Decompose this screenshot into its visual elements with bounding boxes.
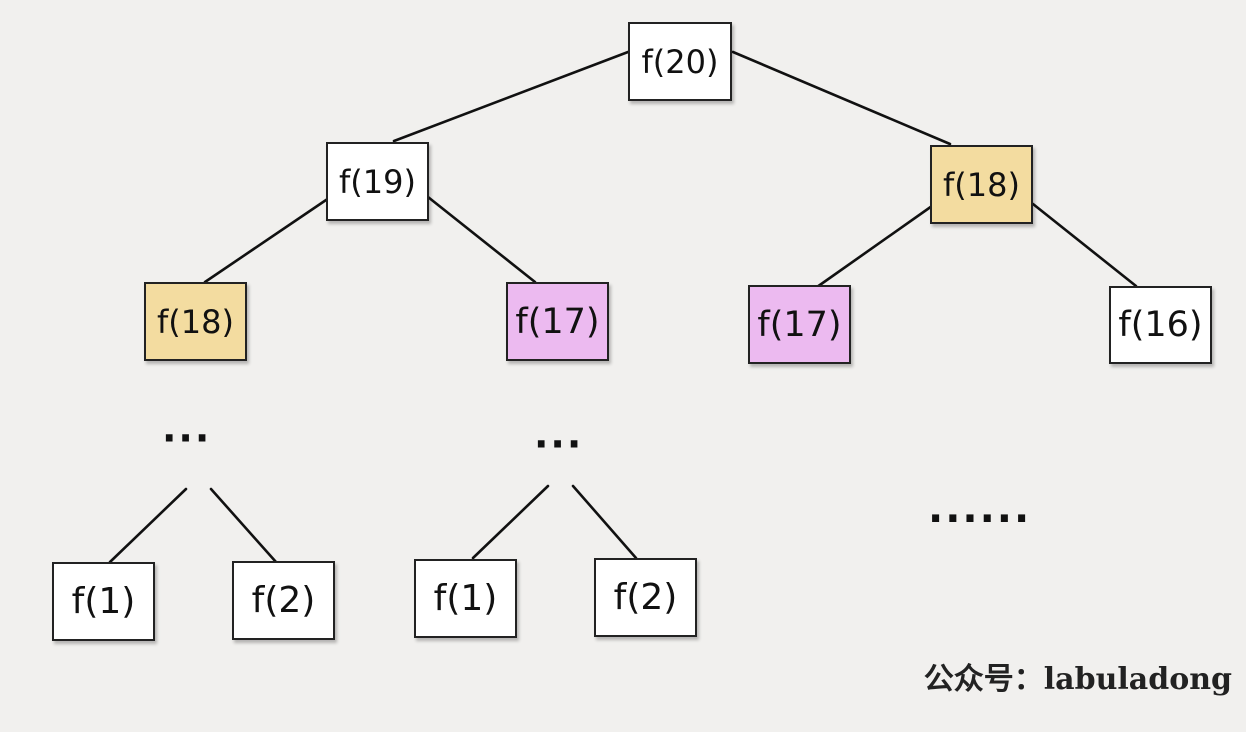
node-f2-left-label: f(2) — [251, 580, 316, 621]
edge-f19-to-f17 — [426, 195, 537, 284]
edge-dots-b-to-f2 — [571, 484, 638, 560]
edge-root-to-f18 — [731, 50, 952, 146]
node-f1-left-label: f(1) — [71, 581, 136, 622]
node-f1-middle-label: f(1) — [433, 578, 498, 619]
edge-dots-a-to-f1 — [108, 487, 188, 564]
node-f17-left: f(17) — [506, 282, 609, 361]
node-f18-right-label: f(18) — [943, 165, 1020, 204]
edge-dots-a-to-f2 — [209, 487, 278, 564]
ellipsis-right: ······ — [928, 496, 1032, 542]
node-f18-left: f(18) — [144, 282, 247, 361]
edge-root-to-f19 — [392, 50, 630, 143]
node-f17-right-label: f(17) — [757, 304, 842, 345]
node-f2-left: f(2) — [232, 561, 335, 640]
node-f18-right: f(18) — [930, 145, 1033, 224]
node-f1-left: f(1) — [52, 562, 155, 641]
ellipsis-left: ··· — [162, 416, 212, 460]
node-f1-middle: f(1) — [414, 559, 517, 638]
node-f17-left-label: f(17) — [515, 301, 600, 342]
watermark-text: 公众号：labuladong — [923, 662, 1232, 697]
edge-dots-b-to-f1 — [471, 484, 550, 560]
node-f2-middle-label: f(2) — [613, 577, 678, 618]
node-f17-right: f(17) — [748, 285, 851, 364]
node-f20-label: f(20) — [641, 42, 719, 81]
edge-f18-to-f16 — [1031, 202, 1138, 288]
node-f19-label: f(19) — [339, 162, 416, 201]
ellipsis-middle: ··· — [534, 422, 584, 466]
edge-f18-to-f17 — [815, 204, 934, 289]
node-f18-left-label: f(18) — [157, 302, 234, 341]
node-f16: f(16) — [1109, 286, 1212, 364]
node-f2-middle: f(2) — [594, 558, 697, 637]
edge-f19-to-f18 — [203, 196, 331, 284]
node-f19: f(19) — [326, 142, 429, 221]
node-f16-label: f(16) — [1118, 305, 1203, 345]
node-f20: f(20) — [628, 22, 732, 101]
